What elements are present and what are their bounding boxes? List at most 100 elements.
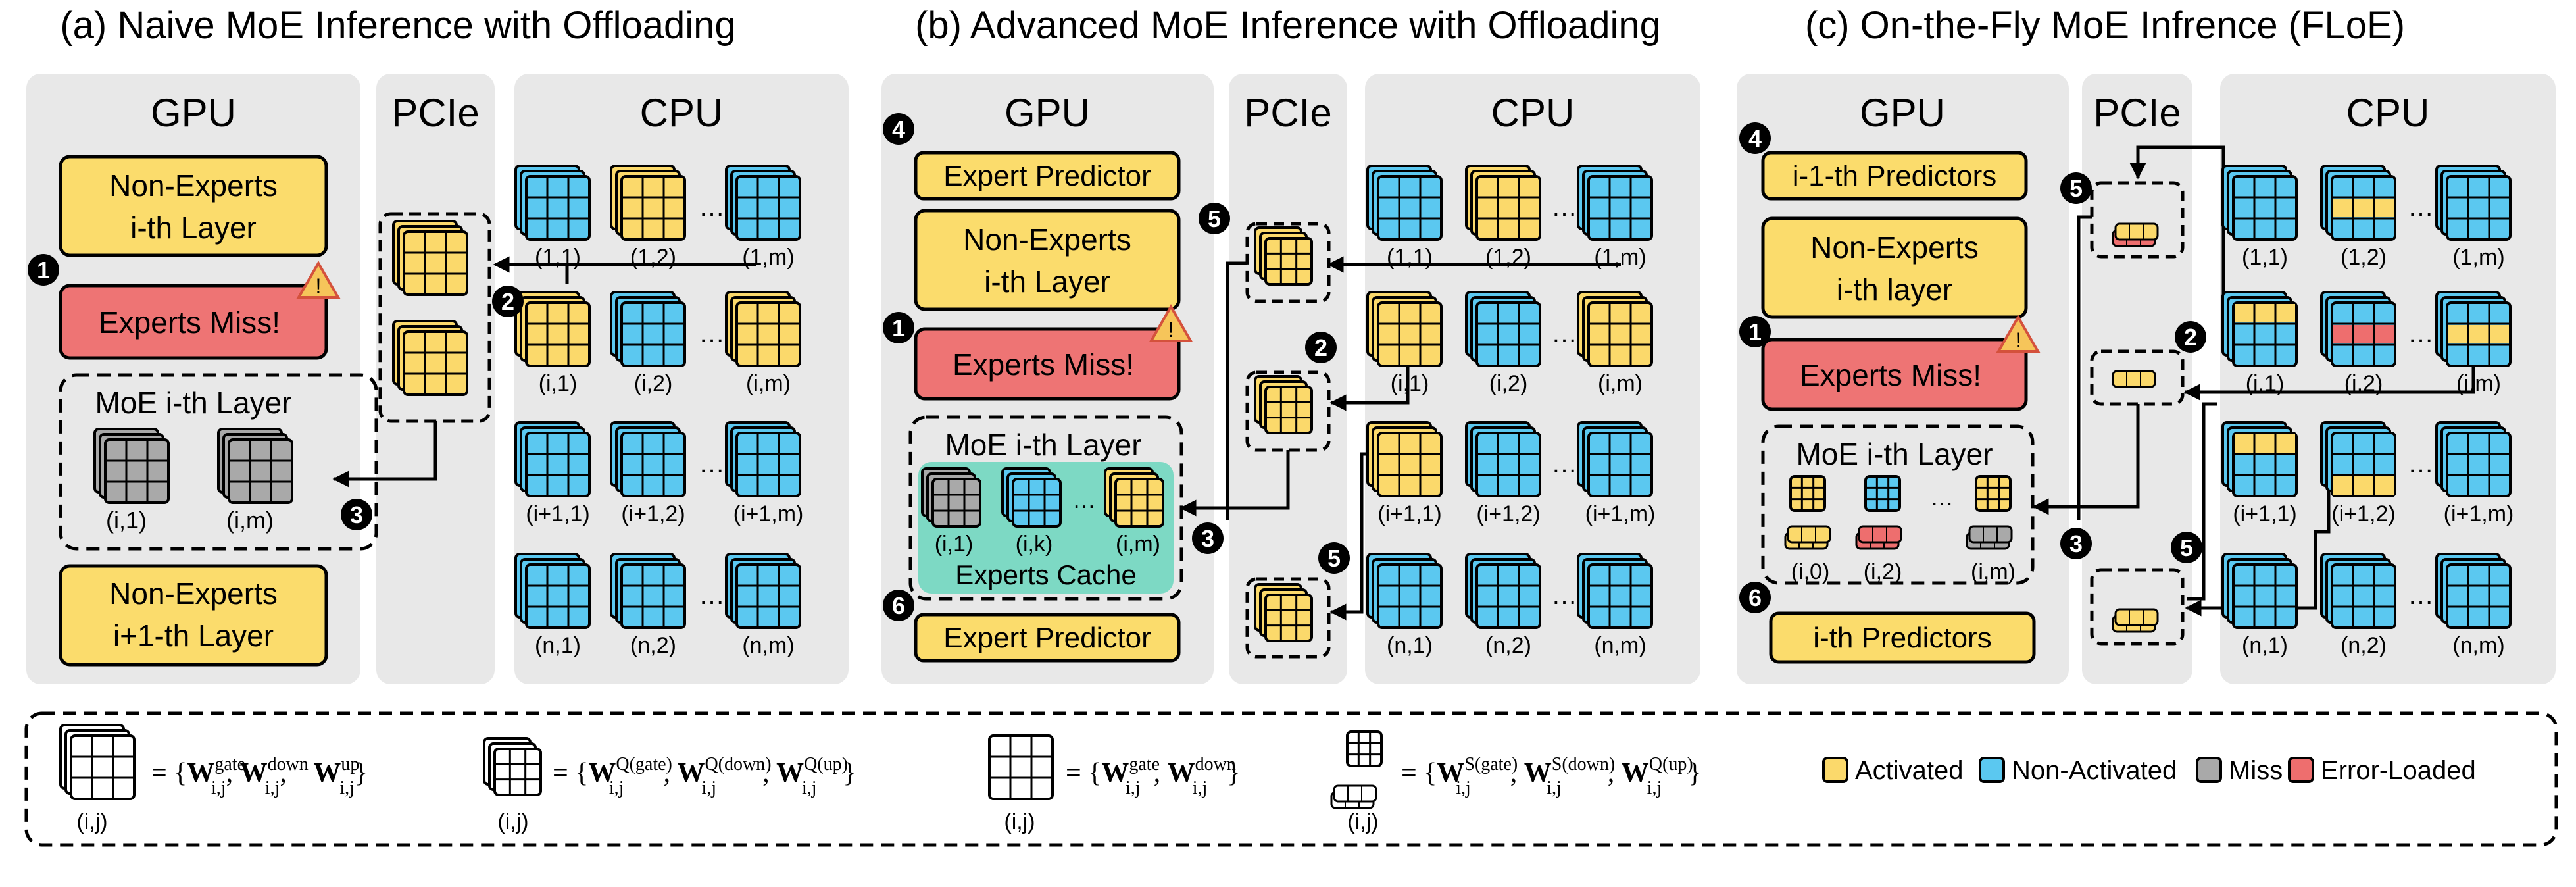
ellipsis: …: [1551, 319, 1577, 348]
pcie-expert-cube: [1254, 226, 1313, 286]
warning-icon: !: [296, 260, 341, 299]
svg-text:6: 6: [892, 592, 905, 619]
svg-text:!: !: [2016, 328, 2021, 352]
experts-miss-label: Experts Miss!: [953, 347, 1134, 382]
cpu-expert-label: (i+1,2): [2331, 501, 2395, 526]
pcie-predictor-slices: [2112, 608, 2159, 633]
ellipsis: …: [1551, 193, 1577, 222]
moe-expert-label: (i,1): [935, 532, 974, 557]
cpu-expert-label: (i+1,m): [733, 501, 804, 526]
moe-expert-cube: [921, 467, 981, 528]
moe-expert-label: (i,m): [1971, 559, 2016, 584]
cpu-expert-cube: [2435, 291, 2512, 367]
legend-icon: [59, 724, 136, 800]
cpu-expert-label: (n,1): [2242, 633, 2288, 658]
step-marker: 1: [883, 312, 914, 343]
panel-c-title: (c) On-the-Fly MoE Infrence (FLoE): [1805, 4, 2405, 47]
legend-box: [24, 711, 2558, 847]
cpu-expert-cube: [1366, 421, 1443, 497]
expert-predictor-label: Expert Predictor: [943, 622, 1151, 654]
cpu-expert-cube: [610, 553, 686, 629]
svg-text:= {WS(gate)i,j, WS(down)i,j, W: = {WS(gate)i,j, WS(down)i,j, WQ(up)i,j}: [1401, 754, 1701, 798]
cpu-expert-cube: [2221, 421, 2298, 497]
cpu-expert-label: (1,1): [2242, 245, 2288, 270]
pcie-expert-cube: [392, 320, 468, 396]
moe-expert-cube: [93, 428, 170, 504]
cpu-expert-label: (1,m): [2452, 245, 2504, 270]
cpu-expert-cube: [1465, 165, 1541, 241]
cpu-expert-cube: [2320, 553, 2396, 629]
cpu-expert-cube: [1366, 291, 1443, 367]
cpu-expert-cube: [514, 421, 591, 497]
svg-text:2: 2: [1314, 334, 1327, 361]
legend-label-error-loaded: Error-Loaded: [2321, 756, 2476, 785]
panel-a-title: (a) Naive MoE Inference with Offloading: [60, 4, 735, 47]
experts-miss-box: [59, 284, 328, 360]
experts-miss-box: [914, 327, 1181, 401]
moe-expert-label: (i,0): [1791, 559, 1830, 584]
step-marker: 2: [492, 286, 524, 317]
ellipsis: …: [2408, 449, 2434, 478]
moe-expert-label: (i,m): [226, 507, 274, 534]
cpu-expert-label: (i,m): [746, 371, 791, 396]
cpu-expert-label: (n,1): [1387, 633, 1433, 658]
non-experts-line1: Non-Experts: [109, 576, 278, 611]
gpu-label: GPU: [151, 91, 236, 135]
cpu-expert-label: (n,m): [1594, 633, 1646, 658]
transfer-arrow: [2077, 215, 2092, 520]
pcie-transfer-box: [2090, 568, 2185, 646]
expert-predictor-label: Expert Predictor: [943, 160, 1151, 192]
moe-expert-label: (i,2): [1864, 559, 1902, 584]
cpu-expert-cube: [2435, 421, 2512, 497]
cpu-expert-label: (i,2): [1489, 371, 1528, 396]
cpu-expert-cube: [2221, 165, 2298, 241]
moe-layer-box: [59, 373, 378, 551]
moe-expert-cube: [1001, 467, 1062, 528]
svg-text:5: 5: [1327, 545, 1341, 572]
non-experts-box: [914, 209, 1181, 311]
non-experts-line1: Non-Experts: [109, 168, 278, 203]
ellipsis: …: [1930, 484, 1954, 511]
expert-predictor-box: [914, 151, 1181, 201]
transfer-arrow: [1226, 261, 1247, 520]
pcie-expert-cube: [1254, 583, 1313, 642]
svg-text:2: 2: [501, 288, 514, 315]
svg-text:!: !: [1168, 318, 1174, 342]
predictors-label: i-th Predictors: [1813, 622, 1991, 654]
legend-swatch-non-activated: [1979, 757, 2005, 783]
cpu-grid-labels: (1,1)(1,2)(1,m)…(i,1)(i,2)(i,m)…(i+1,1)(…: [526, 193, 2514, 658]
non-experts-line2: i-th layer: [1837, 272, 1952, 307]
cpu-expert-cube: [610, 291, 686, 367]
svg-text:3: 3: [2069, 530, 2083, 557]
moe-expert-cube: [1864, 475, 1901, 512]
expert-predictor-box: [914, 613, 1181, 663]
cpu-expert-cube: [2221, 291, 2298, 367]
cpu-expert-label: (1,m): [742, 245, 794, 270]
cpu-expert-label: (n,m): [2452, 633, 2504, 658]
step-marker: 3: [2060, 528, 2092, 559]
cpu-expert-label: (i,2): [634, 371, 673, 396]
cpu-expert-cube: [725, 165, 801, 241]
non-experts-line2: i-th Layer: [984, 265, 1110, 299]
legend-ij-label: (i,j): [76, 809, 107, 834]
cpu-expert-cube: [514, 165, 591, 241]
cpu-label: CPU: [640, 91, 724, 135]
cpu-expert-label: (i,1): [1391, 371, 1429, 396]
cpu-expert-label: (i+1,1): [526, 501, 589, 526]
cpu-expert-cube: [514, 553, 591, 629]
legend-label-activated: Activated: [1855, 756, 1964, 785]
svg-text:2: 2: [2184, 324, 2197, 351]
cpu-expert-label: (i,m): [2456, 371, 2501, 396]
ellipsis: …: [2408, 319, 2434, 348]
cpu-label: CPU: [2346, 91, 2430, 135]
legend-swatch-miss: [2196, 757, 2222, 783]
moe-expert-label: (i,1): [106, 507, 147, 534]
cpu-expert-label: (i,m): [1598, 371, 1643, 396]
legend-label-non-activated: Non-Activated: [2012, 756, 2177, 785]
legend-label-miss: Miss: [2229, 756, 2283, 785]
cpu-expert-label: (i+1,2): [621, 501, 685, 526]
step-marker: 5: [2060, 172, 2092, 204]
pcie-transfer-box: [1245, 370, 1331, 452]
